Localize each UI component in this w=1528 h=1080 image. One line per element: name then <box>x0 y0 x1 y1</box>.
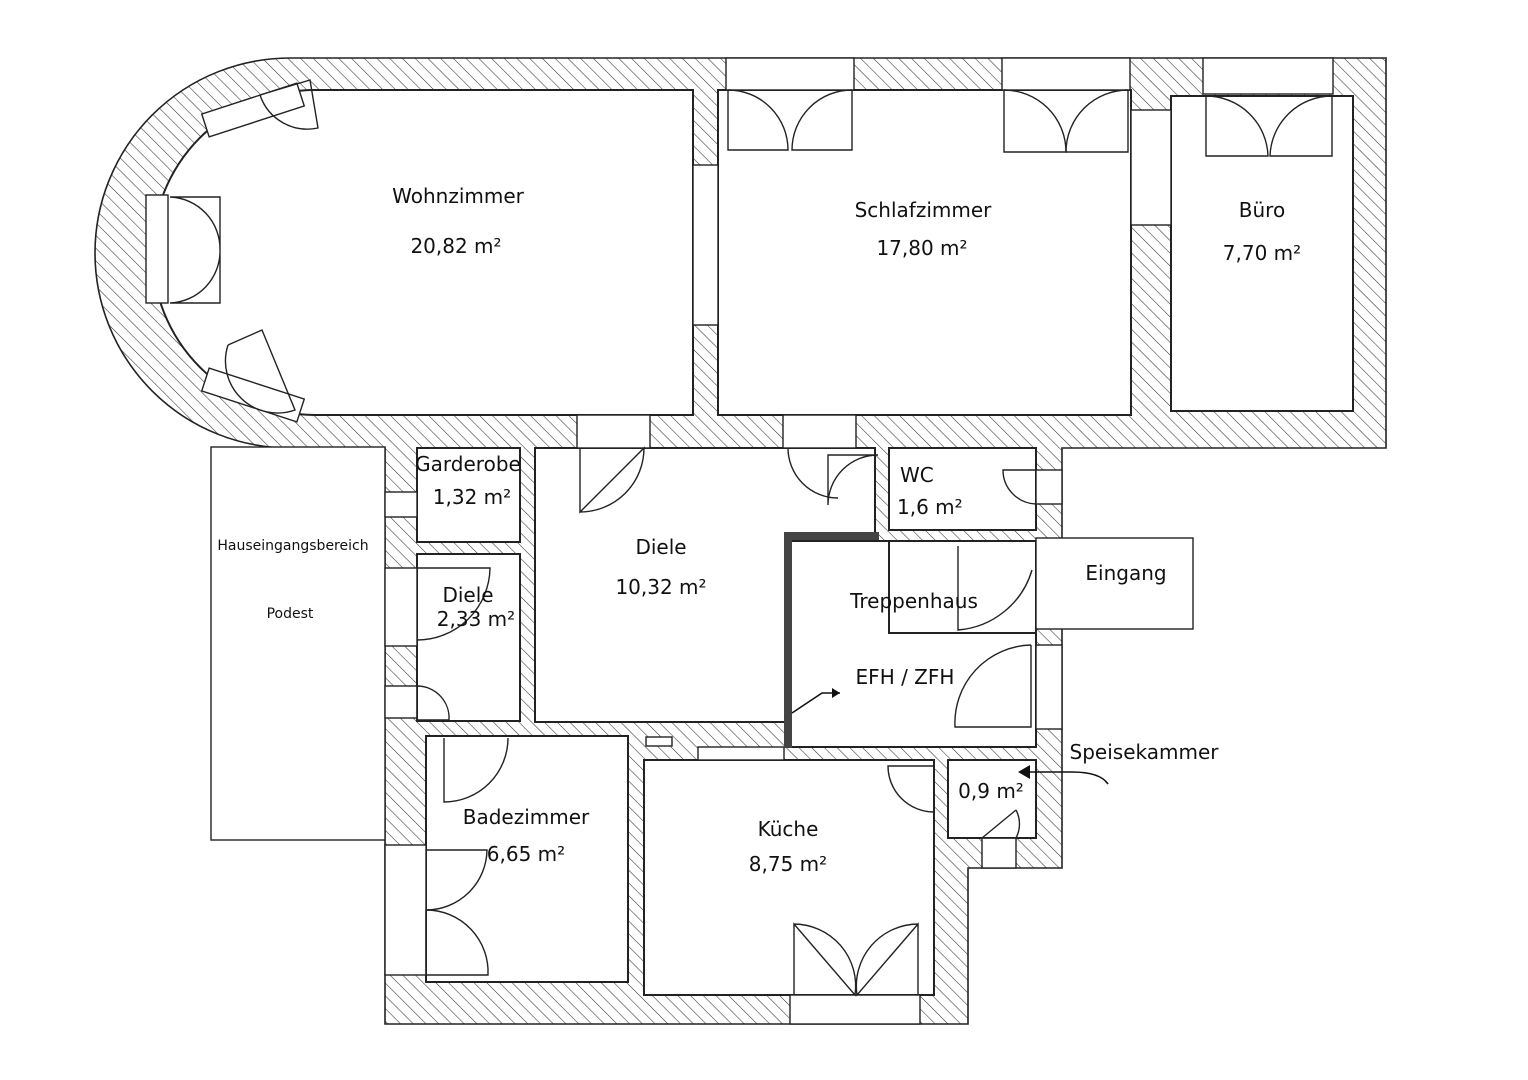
area-speisekammer: 0,9 m² <box>958 779 1024 803</box>
label-efh: EFH / ZFH <box>856 665 955 689</box>
area-diele-main: 10,32 m² <box>615 575 706 599</box>
label-treppenhaus: Treppenhaus <box>849 589 978 613</box>
area-buero: 7,70 m² <box>1223 241 1301 265</box>
label-schlafzimmer: Schlafzimmer <box>855 198 993 222</box>
label-buero: Büro <box>1239 198 1285 222</box>
label-wc: WC <box>900 463 934 487</box>
porch-area <box>210 446 386 841</box>
label-speisekammer: Speisekammer <box>1070 740 1220 764</box>
speisekammer-arrow <box>1022 771 1109 785</box>
area-schlafzimmer: 17,80 m² <box>876 236 967 260</box>
door-swings <box>169 79 1333 997</box>
label-podest: Podest <box>267 606 314 622</box>
label-diele-main: Diele <box>635 535 686 559</box>
area-wc: 1,6 m² <box>897 495 963 519</box>
label-badezimmer: Badezimmer <box>463 805 590 829</box>
area-garderobe: 1,32 m² <box>433 485 511 509</box>
stair-wall <box>784 532 879 748</box>
area-badezimmer: 6,65 m² <box>487 842 565 866</box>
windows <box>145 57 1334 1025</box>
label-wohnzimmer: Wohnzimmer <box>392 184 525 208</box>
label-eingang: Eingang <box>1085 561 1166 585</box>
label-hauseingang: Hauseingangsbereich <box>217 538 368 554</box>
label-kueche: Küche <box>758 817 819 841</box>
entrance-box <box>1035 537 1194 630</box>
label-diele-small: Diele <box>442 583 493 607</box>
area-wohnzimmer: 20,82 m² <box>410 234 501 258</box>
area-kueche: 8,75 m² <box>749 852 827 876</box>
area-diele-small: 2,33 m² <box>437 607 515 631</box>
label-garderobe: Garderobe <box>415 452 521 476</box>
